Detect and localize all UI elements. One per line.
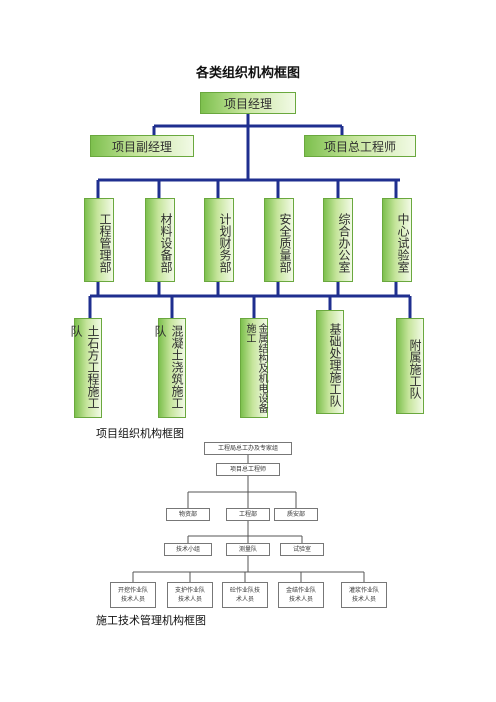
- node2-materials-dept: 物资部: [166, 508, 210, 521]
- node-team-concrete: 混凝土浇筑施工队: [153, 318, 186, 418]
- node2-team-concrete: 砼作业队技术人员: [222, 582, 268, 608]
- node2-bureau-office: 工程局总工办及专家组: [204, 442, 292, 455]
- node-dept-finance: 计划财务部: [204, 198, 234, 282]
- node-team-earthwork: 土石方工程施工队: [69, 318, 102, 418]
- node-dept-lab: 中心试验室: [382, 198, 412, 282]
- node-team-metal-structure: 金属结构及机电设备施工: [240, 318, 268, 418]
- node-team-foundation: 基础处理施工队: [316, 310, 344, 414]
- node2-team-excavation: 开挖作业队技术人员: [110, 582, 156, 608]
- node2-survey-team: 测量队: [226, 543, 270, 556]
- node-dept-office: 综合办公室: [323, 198, 353, 282]
- node-chief-engineer: 项目总工程师: [304, 135, 416, 157]
- node-team-auxiliary: 附属施工队: [396, 318, 424, 414]
- node-dept-engineering: 工程管理部: [84, 198, 114, 282]
- node2-safety-dept: 质安部: [274, 508, 318, 521]
- node2-team-metal: 金结作业队技术人员: [278, 582, 324, 608]
- node-deputy-manager: 项目副经理: [90, 135, 194, 157]
- node2-engineering-dept: 工程部: [226, 508, 270, 521]
- node-dept-safety: 安全质量部: [264, 198, 294, 282]
- node2-team-support: 支护作业队技术人员: [167, 582, 213, 608]
- caption-project-org: 项目组织机构框图: [96, 427, 184, 440]
- node-dept-materials: 材料设备部: [145, 198, 175, 282]
- page-title: 各类组织机构框图: [195, 66, 300, 81]
- node2-tech-group: 技术小组: [164, 543, 212, 556]
- node2-chief-engineer: 项目总工程师: [216, 463, 280, 476]
- caption-tech-management: 施工技术管理机构框图: [96, 614, 206, 627]
- node-project-manager: 项目经理: [200, 92, 296, 114]
- node2-lab: 试验室: [280, 543, 324, 556]
- node2-team-grouting: 灌浆作业队技术人员: [341, 582, 387, 608]
